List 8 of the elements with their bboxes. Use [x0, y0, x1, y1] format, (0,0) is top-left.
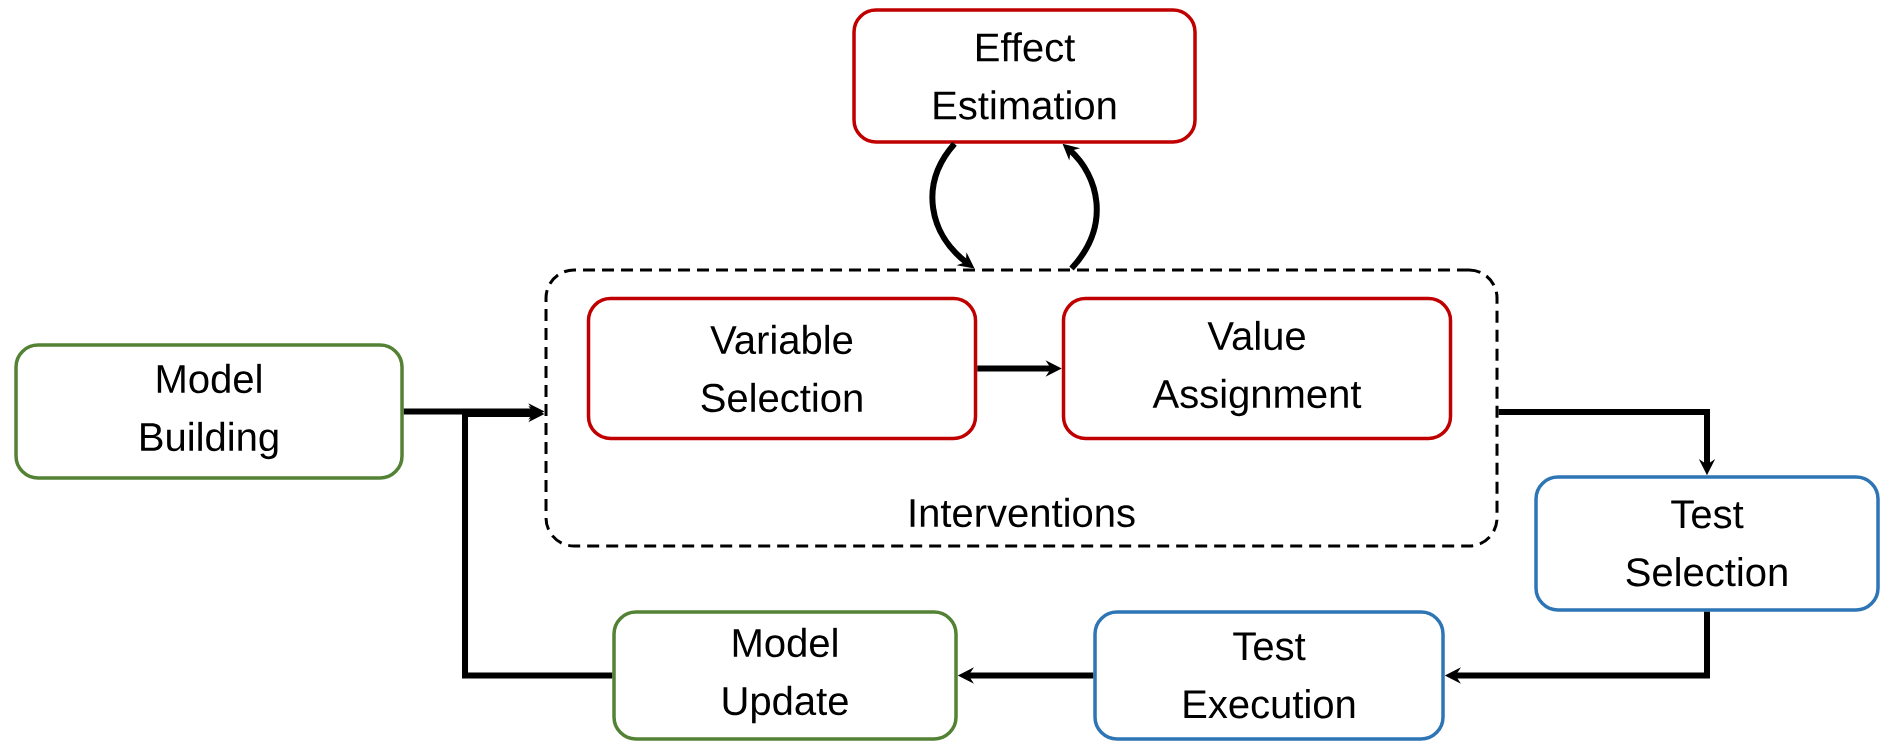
process-box: Variable Selection [586, 296, 978, 441]
process-box: Test Execution [1093, 610, 1445, 741]
process-box: Model Building [14, 343, 404, 480]
process-box: Model Update [612, 610, 958, 741]
process-box: Test Selection [1534, 475, 1880, 612]
arrow [462, 405, 613, 679]
process-box: Effect Estimation [852, 8, 1197, 144]
process-box: Value Assignment [1061, 296, 1453, 441]
